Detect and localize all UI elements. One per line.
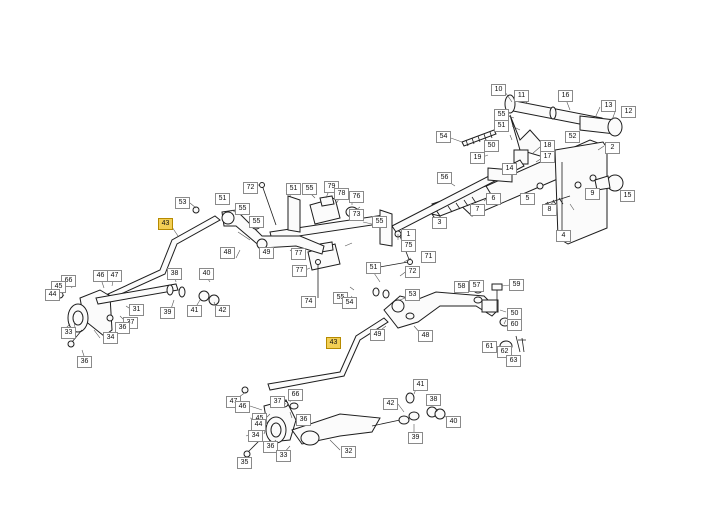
callout-39: 39 [160, 307, 175, 319]
callout-41: 41 [187, 305, 202, 317]
callout-2: 2 [605, 142, 620, 154]
callout-5: 5 [520, 193, 535, 205]
callout-51: 51 [286, 183, 301, 195]
callout-42: 42 [215, 305, 230, 317]
callout-7: 7 [470, 204, 485, 216]
callout-60: 60 [507, 319, 522, 331]
callout-76: 76 [349, 191, 364, 203]
callout-42: 42 [383, 398, 398, 410]
callout-46: 46 [93, 270, 108, 282]
callout-13: 13 [601, 100, 616, 112]
callout-12: 12 [621, 106, 636, 118]
callout-52: 52 [565, 131, 580, 143]
callout-73: 73 [349, 209, 364, 221]
callout-33: 33 [276, 450, 291, 462]
callout-49: 49 [370, 329, 385, 341]
rod-lower [267, 259, 413, 391]
callout-44: 44 [45, 289, 60, 301]
callout-31: 31 [129, 304, 144, 316]
lever-assy-lower [241, 386, 446, 458]
callout-48: 48 [418, 330, 433, 342]
callout-36: 36 [296, 414, 311, 426]
callout-36: 36 [77, 356, 92, 368]
callout-43: 43 [326, 337, 341, 349]
callout-51: 51 [494, 120, 509, 132]
callout-37: 37 [270, 396, 285, 408]
callout-38: 38 [426, 394, 441, 406]
callout-32: 32 [341, 446, 356, 458]
callout-55: 55 [235, 203, 250, 215]
callout-40: 40 [199, 268, 214, 280]
callout-35: 35 [237, 457, 252, 469]
callout-36: 36 [263, 441, 278, 453]
callout-66: 66 [288, 389, 303, 401]
callout-54: 54 [436, 131, 451, 143]
callout-41: 41 [413, 379, 428, 391]
callout-40: 40 [446, 416, 461, 428]
callout-8: 8 [542, 204, 557, 216]
callout-75: 75 [401, 240, 416, 252]
callout-9: 9 [585, 188, 600, 200]
callout-55: 55 [302, 183, 317, 195]
callout-47: 47 [107, 270, 122, 282]
callout-77: 77 [291, 248, 306, 260]
callout-48: 48 [220, 247, 235, 259]
callout-49: 49 [259, 247, 274, 259]
callout-50: 50 [484, 140, 499, 152]
callout-71: 71 [421, 251, 436, 263]
callout-54: 54 [342, 297, 357, 309]
callout-55: 55 [372, 216, 387, 228]
callout-34: 34 [103, 332, 118, 344]
callout-16: 16 [558, 90, 573, 102]
callout-46: 46 [235, 401, 250, 413]
callout-17: 17 [540, 151, 555, 163]
callout-53: 53 [405, 289, 420, 301]
callout-56: 56 [437, 172, 452, 184]
callout-55: 55 [249, 216, 264, 228]
callout-6: 6 [486, 193, 501, 205]
callout-59: 59 [509, 279, 524, 291]
callout-51: 51 [366, 262, 381, 274]
callout-53: 53 [175, 197, 190, 209]
callout-58: 58 [454, 281, 469, 293]
callout-36: 36 [115, 322, 130, 334]
callout-43: 43 [158, 218, 173, 230]
callout-34: 34 [248, 430, 263, 442]
callout-72: 72 [405, 266, 420, 278]
callout-14: 14 [502, 163, 517, 175]
callout-44: 44 [251, 419, 266, 431]
callout-4: 4 [556, 230, 571, 242]
callout-63: 63 [506, 355, 521, 367]
callout-10: 10 [491, 84, 506, 96]
callout-51: 51 [215, 193, 230, 205]
callout-61: 61 [482, 341, 497, 353]
pedal-shaft [461, 94, 623, 165]
callout-72: 72 [243, 182, 258, 194]
callout-19: 19 [470, 152, 485, 164]
lever-assy-upper [56, 283, 220, 348]
callout-11: 11 [514, 90, 529, 102]
callout-77: 77 [292, 265, 307, 277]
callout-57: 57 [469, 280, 484, 292]
callout-1: 1 [401, 229, 416, 241]
callout-38: 38 [167, 268, 182, 280]
callout-39: 39 [408, 432, 423, 444]
callout-3: 3 [432, 217, 447, 229]
callout-33: 33 [61, 327, 76, 339]
callout-15: 15 [620, 190, 635, 202]
callout-74: 74 [301, 296, 316, 308]
callout-78: 78 [334, 188, 349, 200]
